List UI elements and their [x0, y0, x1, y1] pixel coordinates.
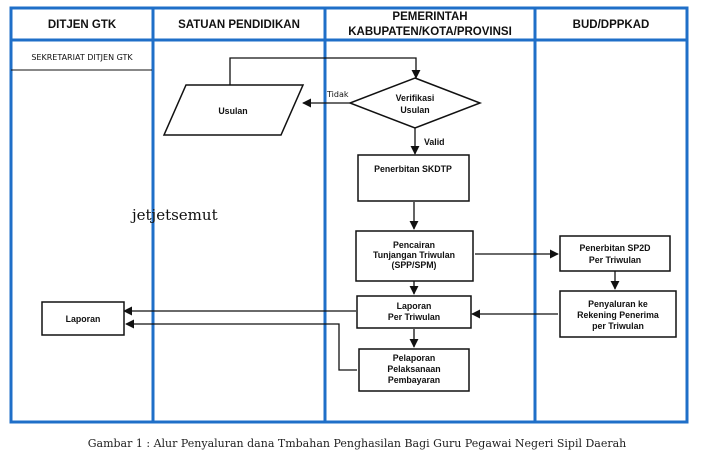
node-verifikasi-label-line1: Verifikasi: [396, 93, 435, 103]
sub-lane-label: SEKRETARIAT DITJEN GTK: [31, 53, 133, 62]
node-pencairan-label-line1: Pencairan: [393, 240, 435, 250]
node-verifikasi-label-line2: Usulan: [400, 105, 429, 115]
node-usulan-label: Usulan: [218, 106, 247, 116]
node-pelaporan-label-line2: Pelaksanaan: [387, 364, 440, 374]
node-pencairan-label-line3: (SPP/SPM): [392, 260, 437, 270]
node-penyaluran-label-line2: Rekening Penerima: [577, 310, 659, 320]
lane-header-pemerintah-line1: PEMERINTAH: [392, 11, 467, 23]
node-laporan-triwulan: [356, 295, 472, 329]
node-skdtp-label: Penerbitan SKDTP: [374, 164, 452, 174]
edge-label-valid: Valid: [424, 137, 445, 147]
node-penyaluran-label-line1: Penyaluran ke: [588, 299, 648, 309]
node-laporan-triwulan-label-line1: Laporan: [397, 301, 432, 311]
node-laporan-ditjen: [41, 301, 125, 336]
node-penyaluran-label-line3: per Triwulan: [592, 321, 644, 331]
edge-label-tidak: Tidak: [326, 90, 349, 99]
lane-header-ditjen: DITJEN GTK: [48, 19, 117, 31]
node-sp2d-label-line1: Penerbitan SP2D: [580, 243, 651, 253]
figure-caption: Gambar 1 : Alur Penyaluran dana Tmbahan …: [88, 437, 627, 450]
node-pencairan: [355, 230, 474, 282]
lane-header-bud: BUD/DPPKAD: [573, 19, 650, 31]
lane-header-pemerintah-line2: KABUPATEN/KOTA/PROVINSI: [348, 26, 512, 38]
node-sp2d: [559, 235, 671, 272]
node-verifikasi-decision: [347, 77, 483, 129]
node-pencairan-label-line2: Tunjangan Triwulan: [373, 250, 455, 260]
node-pelaporan-label-line1: Pelaporan: [393, 353, 436, 363]
connector-pelaporan-ditjen: [125, 319, 357, 371]
watermark: jetjetsemut: [130, 206, 218, 224]
lane-frame: [9, 6, 689, 424]
node-laporan-ditjen-label: Laporan: [66, 314, 101, 324]
connectors: [123, 57, 620, 371]
node-laporan-triwulan-label-line2: Per Triwulan: [388, 312, 440, 322]
lane-header-satuan: SATUAN PENDIDIKAN: [178, 19, 300, 31]
node-pelaporan-label-line3: Pembayaran: [388, 375, 440, 385]
node-skdtp: [357, 154, 470, 202]
node-pelaporan: [358, 348, 470, 392]
connector-usulan-to-verifikasi: [229, 57, 421, 85]
node-usulan: [162, 84, 305, 136]
node-penyaluran: [559, 290, 677, 338]
node-sp2d-label-line2: Per Triwulan: [589, 255, 641, 265]
